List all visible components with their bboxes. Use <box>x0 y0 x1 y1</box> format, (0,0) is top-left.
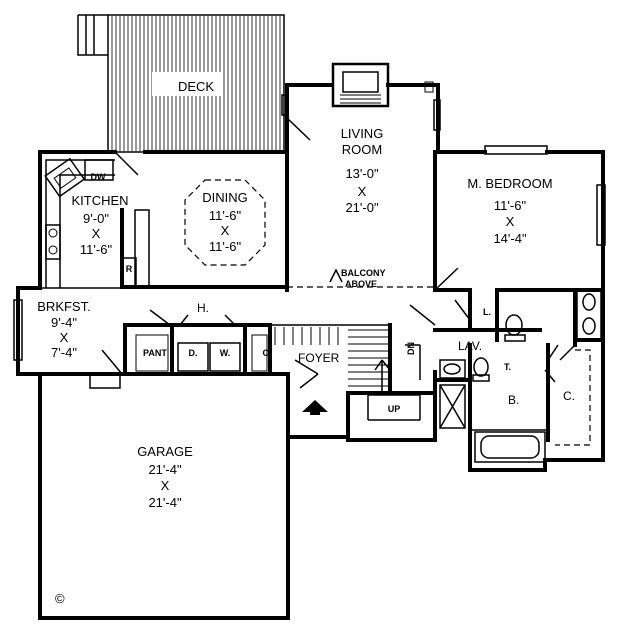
copyright-icon: © <box>55 591 65 606</box>
label-breakfast: BRKFST. <box>37 299 90 314</box>
label-refrigerator: R <box>126 264 133 274</box>
label-living-dim-1: 13'-0" <box>345 166 379 181</box>
label-dn: DN <box>406 342 416 355</box>
label-toilet: T. <box>504 362 511 372</box>
label-living-1: LIVING <box>341 126 384 141</box>
label-kitchen-dim-2: 11'-6" <box>80 242 113 257</box>
kitchen-counters <box>44 157 150 288</box>
label-bath: B. <box>508 393 519 407</box>
label-foyer: FOYER <box>298 351 340 365</box>
label-garage: GARAGE <box>137 444 193 459</box>
entry-arrow-icon <box>302 400 328 415</box>
label-kitchen-by: X <box>92 226 101 241</box>
label-breakfast-dim-2: 7'-4" <box>51 345 77 360</box>
label-bedroom: M. BEDROOM <box>467 176 552 191</box>
label-closet: C. <box>263 348 272 358</box>
label-living-dim-2: 21'-0" <box>345 200 379 215</box>
stairs <box>270 324 421 421</box>
interior-walls <box>18 150 605 442</box>
label-bedroom-by: X <box>506 214 515 229</box>
laundry <box>135 334 268 372</box>
label-garage-dim-2: 21'-4" <box>148 495 182 510</box>
label-garage-by: X <box>161 478 170 493</box>
deck <box>77 14 285 153</box>
label-garage-dim-1: 21'-4" <box>148 462 182 477</box>
label-kitchen: KITCHEN <box>71 193 128 208</box>
label-dw: DW <box>91 172 106 182</box>
label-living-by: X <box>358 184 367 199</box>
label-washer: W. <box>220 348 231 358</box>
label-bedroom-dim-1: 11'-6" <box>494 198 527 213</box>
label-deck: DECK <box>178 79 214 94</box>
label-bed-closet: C. <box>563 389 575 403</box>
label-up: UP <box>388 404 401 414</box>
label-breakfast-dim-1: 9'-4" <box>51 315 77 330</box>
label-bedroom-dim-2: 14'-4" <box>493 231 527 246</box>
bath-fixtures <box>439 289 602 463</box>
windows <box>13 81 606 361</box>
label-breakfast-by: X <box>60 330 69 345</box>
label-living-2: ROOM <box>342 142 382 157</box>
label-balcony-2: ABOVE <box>345 279 377 289</box>
label-dining-by: X <box>221 223 230 238</box>
label-balcony-1: BALCONY <box>341 268 386 278</box>
label-dining-dim-2: 11'-6" <box>209 239 242 254</box>
label-linen: L. <box>483 307 491 317</box>
label-lav: LAV. <box>458 339 482 353</box>
label-dining-dim-1: 11'-6" <box>209 208 242 223</box>
label-pantry: PANT <box>143 348 167 358</box>
balcony-line <box>286 180 435 288</box>
dining-table <box>184 179 266 266</box>
label-dryer: D. <box>189 348 198 358</box>
label-dining: DINING <box>202 190 248 205</box>
label-hall: H. <box>197 301 209 315</box>
label-kitchen-dim-1: 9'-0" <box>83 211 109 226</box>
doors <box>89 117 576 389</box>
